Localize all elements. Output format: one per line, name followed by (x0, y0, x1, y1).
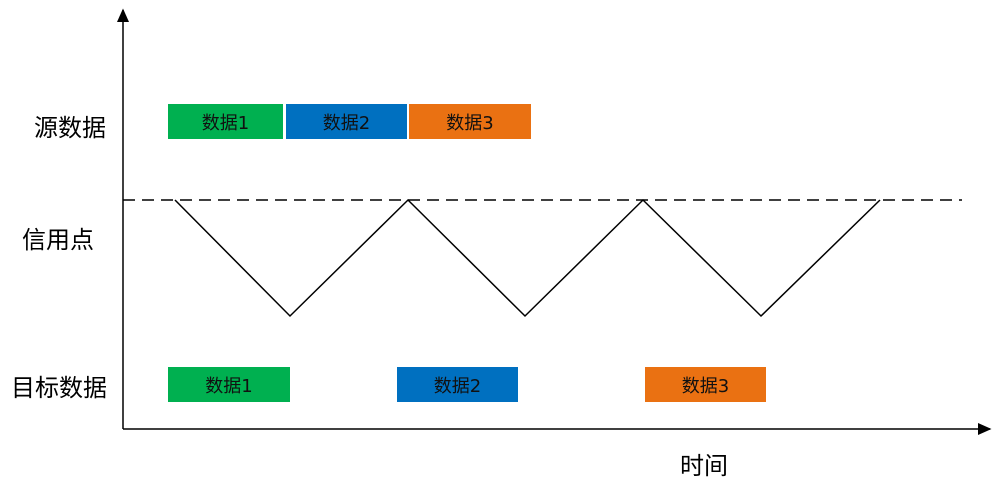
time-label: 时间 (680, 452, 728, 480)
source-block-1: 数据1 (168, 104, 283, 139)
credit-zigzag (174, 198, 881, 318)
source-label: 源数据 (34, 114, 106, 142)
credit-label: 信用点 (22, 226, 94, 254)
target-block-1: 数据1 (168, 367, 290, 402)
source-block-3: 数据3 (409, 104, 531, 139)
target-block-3: 数据3 (645, 367, 766, 402)
target-label: 目标数据 (11, 374, 107, 402)
target-block-2: 数据2 (397, 367, 518, 402)
source-block-2: 数据2 (286, 104, 407, 139)
